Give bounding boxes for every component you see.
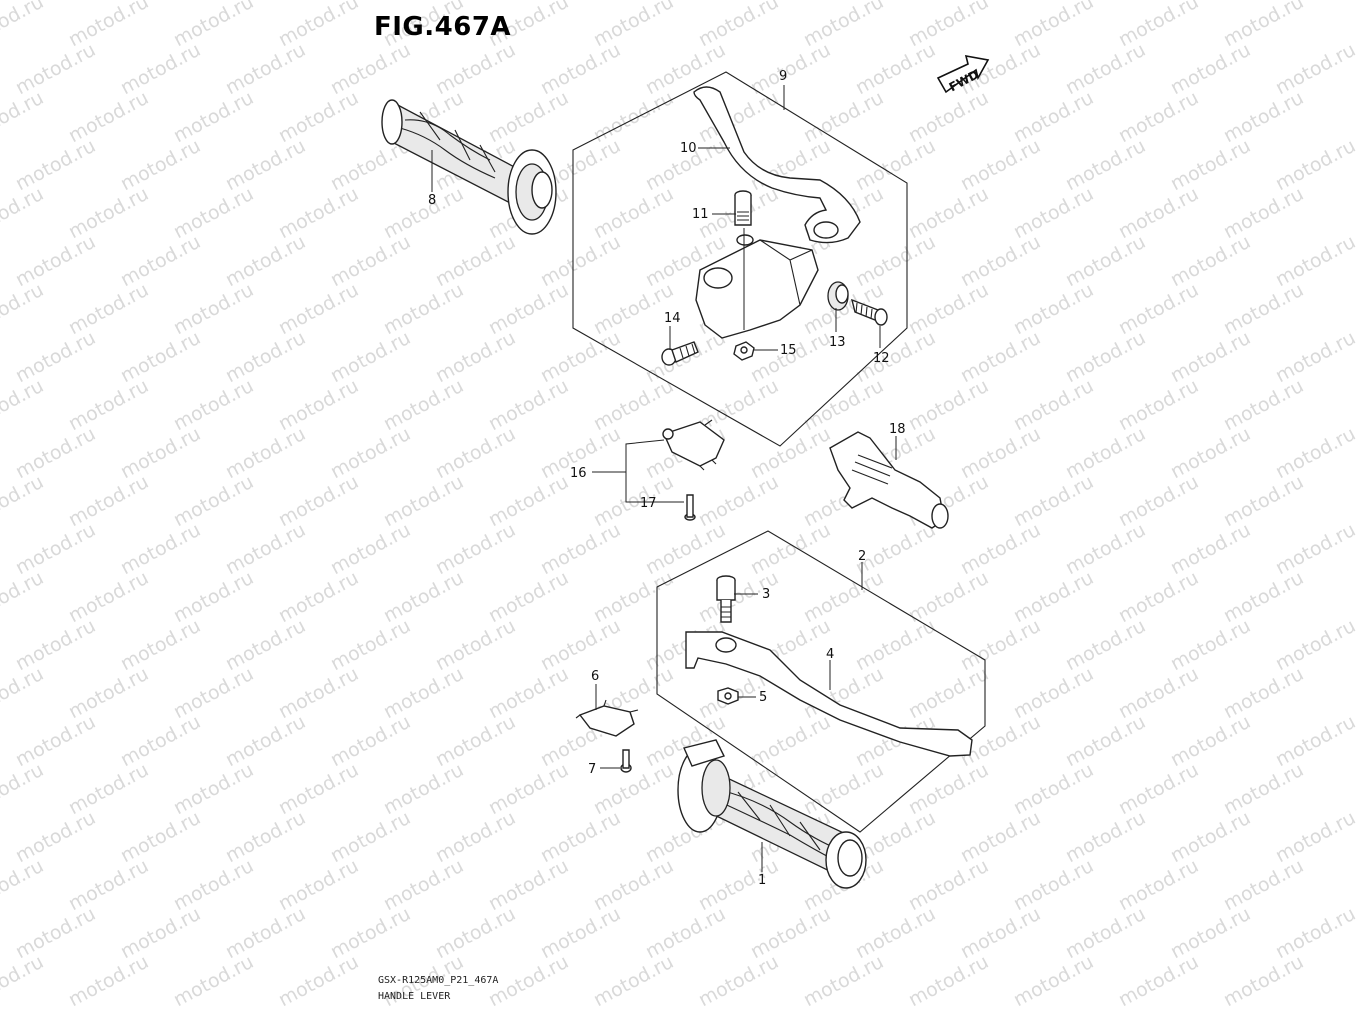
callout-5: 5 bbox=[759, 690, 767, 705]
callout-3: 3 bbox=[762, 587, 770, 602]
right-grip bbox=[677, 739, 867, 889]
switch-screw-upper bbox=[684, 494, 696, 521]
figure-subtitle: HANDLE LEVER bbox=[378, 991, 451, 1002]
hex-nut-upper bbox=[733, 341, 755, 361]
callout-2: 2 bbox=[858, 549, 866, 564]
upper-assembly-frame bbox=[572, 71, 908, 447]
callout-7: 7 bbox=[588, 762, 596, 777]
brake-switch bbox=[575, 699, 639, 737]
clutch-lever-holder bbox=[695, 234, 819, 339]
clutch-lever bbox=[693, 86, 861, 244]
clutch-switch bbox=[662, 419, 725, 471]
pivot-bolt bbox=[734, 190, 752, 226]
callout-10: 10 bbox=[680, 141, 697, 156]
callout-11: 11 bbox=[692, 207, 709, 222]
hex-nut-lower bbox=[717, 687, 739, 705]
clamp-bolt bbox=[661, 341, 699, 366]
lever-cover bbox=[829, 431, 949, 529]
adjuster-nut bbox=[827, 281, 849, 311]
callout-13: 13 bbox=[829, 335, 846, 350]
switch-screw-lower bbox=[620, 749, 632, 773]
callout-17: 17 bbox=[640, 496, 657, 511]
fwd-arrow-icon: FWD bbox=[936, 54, 990, 94]
model-code: GSX-R125AM0_P21_467A bbox=[378, 975, 499, 986]
left-grip bbox=[381, 99, 557, 235]
callout-15: 15 bbox=[780, 343, 797, 358]
brake-lever bbox=[685, 631, 973, 757]
callout-14: 14 bbox=[664, 311, 681, 326]
callout-6: 6 bbox=[591, 669, 599, 684]
callout-9: 9 bbox=[779, 69, 787, 84]
callout-4: 4 bbox=[826, 647, 834, 662]
callout-8: 8 bbox=[428, 193, 436, 208]
pivot-bolt-lower bbox=[716, 575, 736, 623]
callout-1: 1 bbox=[758, 873, 766, 888]
callout-18: 18 bbox=[889, 422, 906, 437]
lower-assembly-frame bbox=[656, 530, 986, 833]
adjuster-screw bbox=[850, 298, 888, 326]
callout-16: 16 bbox=[570, 466, 587, 481]
figure-title: FIG.467A bbox=[374, 12, 512, 42]
callout-12: 12 bbox=[873, 351, 890, 366]
